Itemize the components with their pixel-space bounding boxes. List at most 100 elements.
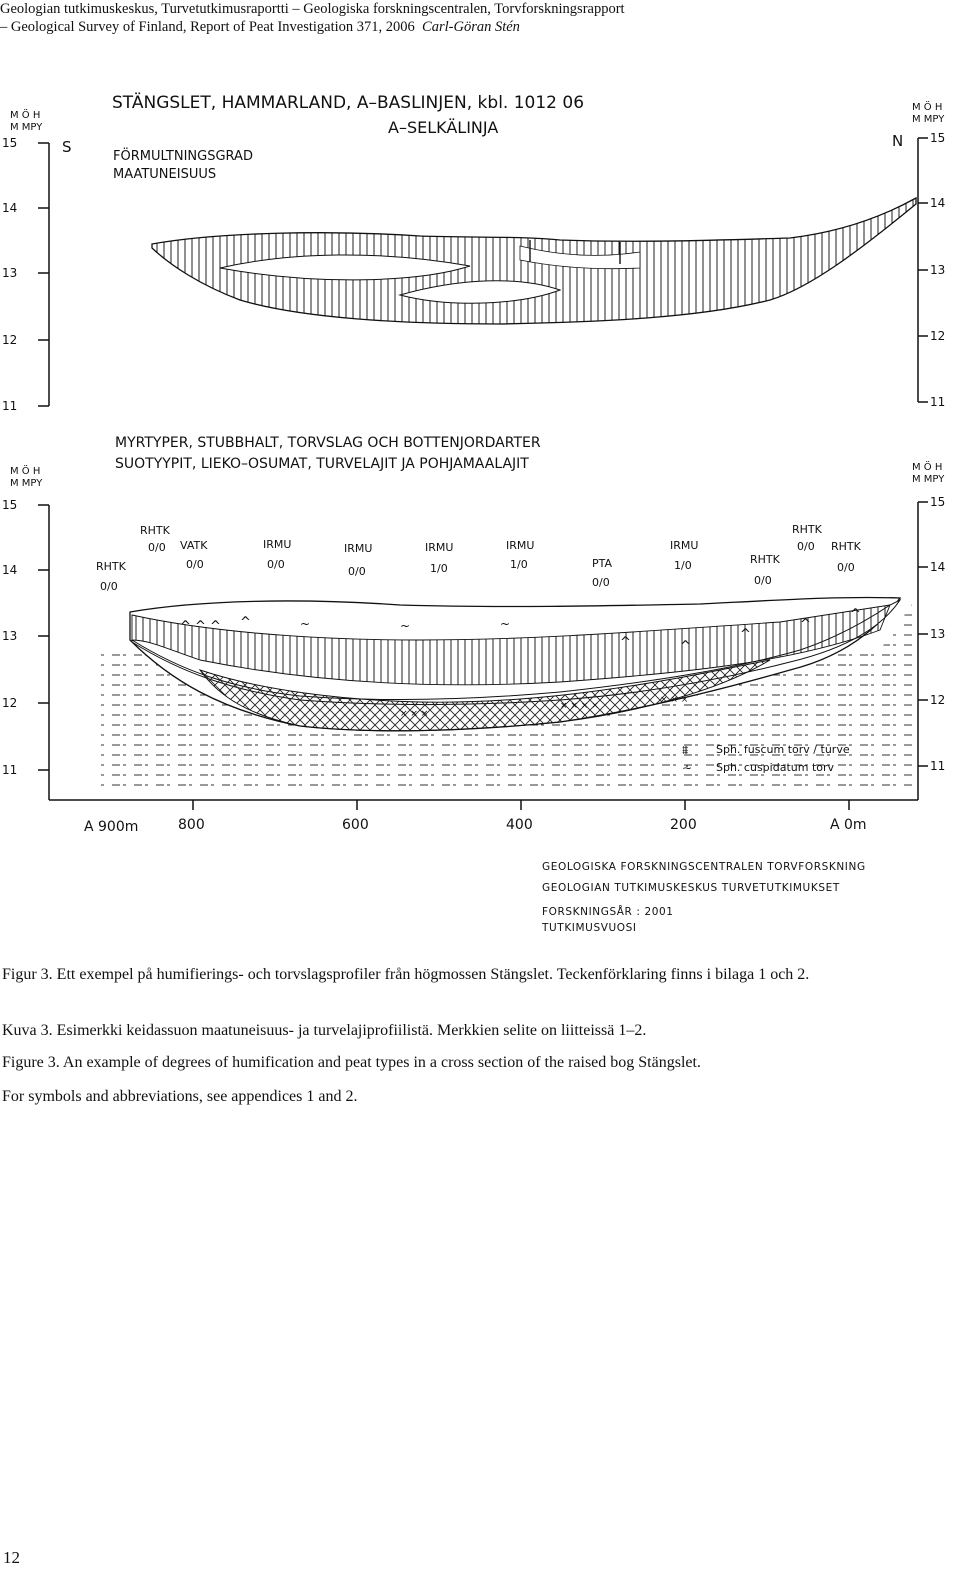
site-label-type: IRMU — [670, 539, 698, 552]
running-header-line-2: – Geological Survey of Finland, Report o… — [0, 18, 520, 36]
svg-text:^: ^ — [680, 639, 691, 654]
tick-13: 13 — [2, 266, 17, 280]
svg-text:~: ~ — [400, 619, 410, 633]
running-header-line-1: Geologian tutkimuskeskus, Turvetutkimusr… — [0, 1, 625, 17]
site-labels: RHTK 0/0 RHTK 0/0 VATK 0/0 IRMU 0/0 IRMU… — [96, 523, 862, 593]
site-label-value: 0/0 — [837, 561, 855, 574]
caption-swedish: Figur 3. Ett exempel på humifierings- oc… — [2, 966, 810, 983]
direction-north: N — [892, 132, 903, 150]
site-label-type: IRMU — [506, 539, 534, 552]
svg-text:^ ^ ^: ^ ^ ^ — [180, 619, 221, 634]
top-title-1: STÄNGSLET, HAMMARLAND, A–BASLINJEN, kbl.… — [112, 92, 584, 113]
site-label-type: RHTK — [750, 553, 781, 566]
running-header-report: – Geological Survey of Finland, Report o… — [0, 19, 415, 35]
humification-profile — [151, 196, 917, 325]
site-label-value: 0/0 — [148, 541, 166, 554]
site-label-value: 0/0 — [754, 574, 772, 587]
btick-11-right: 11 — [930, 759, 945, 773]
svg-text:~: ~ — [300, 617, 310, 631]
bottom-axis-label-left-2: M MPY — [10, 478, 43, 489]
top-axis-label-left-2: M MPY — [10, 122, 43, 133]
tick-13-right: 13 — [930, 263, 945, 277]
btick-13: 13 — [2, 629, 17, 643]
site-label-value: 1/0 — [430, 562, 448, 575]
site-label-value: 0/0 — [100, 580, 118, 593]
btick-13-right: 13 — [930, 627, 945, 641]
bottom-left-elevation-axis — [38, 504, 50, 800]
symbol-legend: ⩩ Sph. fuscum torv / turve ⩪ Sph. cuspid… — [682, 743, 850, 775]
site-label-value: 0/0 — [267, 558, 285, 571]
distance-800: 800 — [178, 817, 205, 833]
svg-text:^: ^ — [740, 627, 751, 642]
site-label-value: 0/0 — [592, 576, 610, 589]
tick-12: 12 — [2, 333, 17, 347]
bottom-title-2: SUOTYYPIT, LIEKO–OSUMAT, TURVELAJIT JA P… — [115, 456, 529, 472]
institution-line-1: GEOLOGISKA FORSKNINGSCENTRALEN TORVFORSK… — [542, 861, 866, 873]
tick-14: 14 — [2, 201, 17, 215]
site-label-value: 0/0 — [348, 565, 366, 578]
svg-text:^: ^ — [240, 615, 251, 630]
svg-text:^: ^ — [850, 607, 861, 622]
caption-english-1: Figure 3. An example of degrees of humif… — [2, 1054, 701, 1071]
distance-0: A 0m — [830, 817, 867, 833]
distance-400: 400 — [506, 817, 533, 833]
svg-text:× × ×: × × × — [400, 709, 428, 719]
bottom-right-ticks: 15 14 13 12 11 — [930, 495, 945, 773]
institution-block: GEOLOGISKA FORSKNINGSCENTRALEN TORVFORSK… — [541, 861, 866, 934]
direction-south: S — [62, 138, 72, 156]
svg-text:× × ×: × × × — [660, 695, 688, 705]
site-label-value: 1/0 — [510, 558, 528, 571]
top-left-ticks: 15 14 13 12 11 — [2, 136, 17, 413]
research-year-2: TUTKIMUSVUOSI — [541, 922, 637, 934]
caption-english-2: For symbols and abbreviations, see appen… — [2, 1088, 358, 1105]
btick-15-right: 15 — [930, 495, 945, 509]
top-right-ticks: 15 14 13 12 11 — [930, 131, 945, 409]
legend-fuscum: Sph. fuscum torv / turve — [716, 743, 850, 756]
top-axis-label-right-1: M Ö H — [912, 100, 942, 113]
site-label-value: 0/0 — [186, 558, 204, 571]
top-right-elevation-axis — [917, 137, 928, 403]
fuscum-symbol-icon: ⩩ — [682, 743, 689, 757]
bottom-axis-label-left-1: M Ö H — [10, 464, 40, 477]
site-label-type: RHTK — [831, 540, 862, 553]
research-year-1: FORSKNINGSÅR : 2001 — [542, 905, 674, 918]
svg-text:^: ^ — [620, 635, 631, 650]
site-label-type: RHTK — [140, 524, 171, 537]
distance-labels: A 900m 800 600 400 200 A 0m — [84, 817, 867, 835]
top-subtitle-1: FÖRMULTNINGSGRAD — [113, 147, 253, 164]
tick-15: 15 — [2, 136, 17, 150]
btick-12-right: 12 — [930, 693, 945, 707]
btick-11: 11 — [2, 763, 17, 777]
tick-11: 11 — [2, 399, 17, 413]
site-label-type: RHTK — [792, 523, 823, 536]
tick-15-right: 15 — [930, 131, 945, 145]
tick-11-right: 11 — [930, 395, 945, 409]
site-label-value: 0/0 — [797, 540, 815, 553]
site-label-type: PTA — [592, 557, 612, 570]
page-number: 12 — [3, 1548, 20, 1567]
btick-14-right: 14 — [930, 560, 945, 574]
site-label-type: IRMU — [344, 542, 372, 555]
svg-text:× × × ×: × × × × — [560, 701, 599, 711]
btick-14: 14 — [2, 563, 17, 577]
top-title-2: A–SELKÄLINJA — [388, 118, 498, 137]
caption-finnish: Kuva 3. Esimerkki keidassuon maatuneisuu… — [2, 1022, 647, 1039]
btick-15: 15 — [2, 498, 17, 512]
top-axis-label-left-1: M Ö H — [10, 108, 40, 121]
svg-text:^: ^ — [800, 617, 811, 632]
legend-cuspidatum: Sph. cuspidatum torv — [716, 761, 835, 774]
peat-type-profile: ^ ^ ^ ^ ~ ~ ~ ^ ^ ^ ^ ^ × × × × × × × × … — [100, 596, 915, 790]
bottom-right-elevation-axis — [917, 501, 928, 800]
running-header-author: Carl-Göran Stén — [422, 19, 520, 35]
top-axis-label-right-2: M MPY — [912, 114, 945, 125]
institution-line-2: GEOLOGIAN TUTKIMUSKESKUS TURVETUTKIMUKSE… — [542, 882, 840, 894]
distance-axis-ticks — [192, 800, 850, 810]
top-left-elevation-axis — [38, 142, 50, 407]
bottom-axis-label-right-1: M Ö H — [912, 460, 942, 473]
site-label-type: IRMU — [263, 538, 291, 551]
tick-12-right: 12 — [930, 329, 945, 343]
site-label-type: RHTK — [96, 560, 127, 573]
site-label-type: VATK — [180, 539, 208, 552]
site-label-value: 1/0 — [674, 559, 692, 572]
bottom-title-1: MYRTYPER, STUBBHALT, TORVSLAG OCH BOTTEN… — [115, 435, 541, 451]
